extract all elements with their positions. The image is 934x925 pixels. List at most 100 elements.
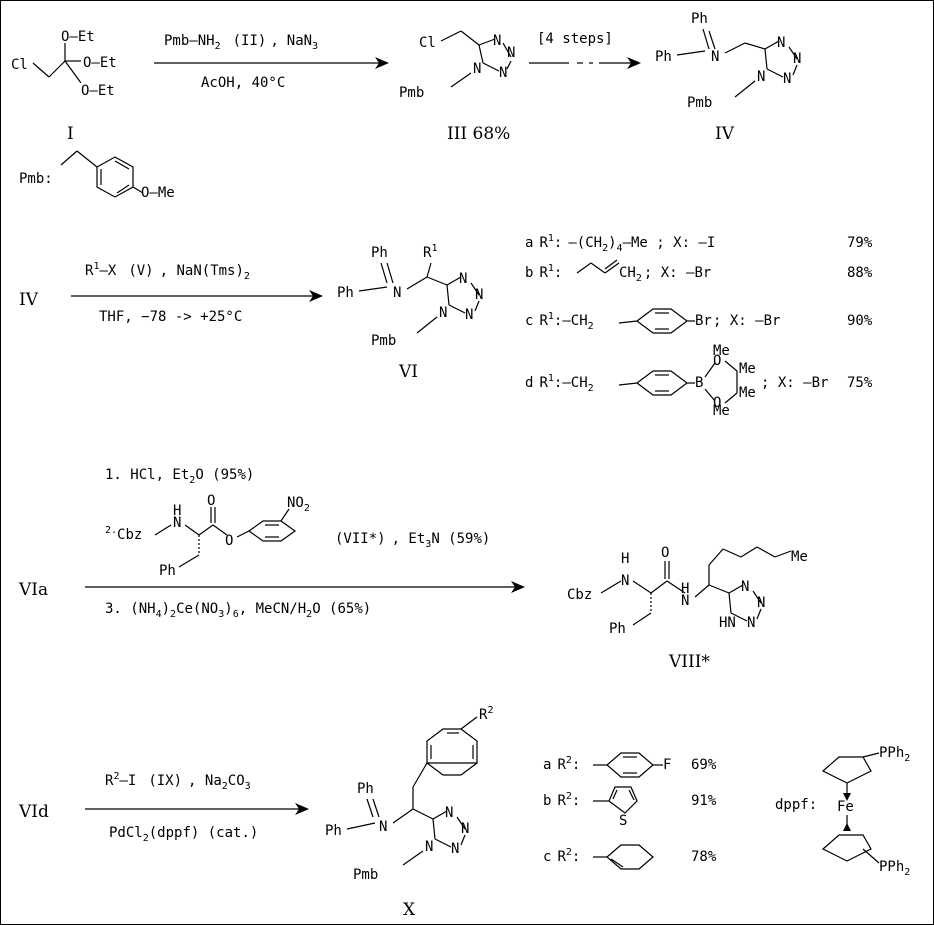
atom-oet-1: O—Et xyxy=(61,29,95,45)
conditions-acoh: AcOH, 40°C xyxy=(201,75,285,91)
svg-text:bR1:: bR1: xyxy=(525,263,562,281)
atom-pmb-VI: Pmb xyxy=(371,333,396,349)
compound-IV: Ph Ph N N N N N Pmb IV xyxy=(655,11,801,144)
atom-br-c: Br xyxy=(695,313,712,329)
reagent-pmb-nh2: Pmb—NH xyxy=(164,33,215,49)
svg-text:N: N xyxy=(465,307,473,323)
svg-text:dR1:—CH2: dR1:—CH2 xyxy=(525,373,594,394)
svg-text:N: N xyxy=(451,841,459,857)
atom-fe: Fe xyxy=(837,799,854,815)
label-IV: IV xyxy=(715,124,735,144)
svg-text:O: O xyxy=(207,493,215,509)
svg-text:N: N xyxy=(507,45,515,61)
svg-text:N: N xyxy=(681,593,689,609)
svg-text:R1: R1 xyxy=(423,243,437,261)
reagent-ii: (II) xyxy=(233,33,267,49)
r1-yield-c: 90% xyxy=(847,313,873,329)
svg-text:2.Cbz: 2.Cbz xyxy=(105,525,142,543)
svg-text:N: N xyxy=(783,71,791,87)
atom-ph-IV-top: Ph xyxy=(691,11,708,27)
atom-ome: O—Me xyxy=(141,185,175,201)
atom-cl: Cl xyxy=(11,57,28,73)
atom-b: B xyxy=(695,375,703,391)
atom-s: S xyxy=(619,813,627,829)
svg-text:N: N xyxy=(793,51,801,67)
atom-cl-III: Cl xyxy=(419,35,436,51)
svg-text:; X: —Br: ; X: —Br xyxy=(761,375,828,391)
svg-text:1. HCl, Et2O (95%): 1. HCl, Et2O (95%) xyxy=(105,467,254,486)
atom-ph-VIII: Ph xyxy=(609,621,626,637)
svg-text:N: N xyxy=(741,579,749,595)
svg-text:H: H xyxy=(173,503,181,519)
svg-text:R2—I(IX), Na2CO3: R2—I(IX), Na2CO3 xyxy=(105,771,251,792)
label-III: III 68% xyxy=(447,124,510,144)
atom-n-X: N xyxy=(379,819,387,835)
atom-me-d2: Me xyxy=(739,361,756,377)
atom-ph-VI: Ph xyxy=(337,285,354,301)
svg-text:N: N xyxy=(621,573,629,589)
step4-arrow: 1. HCl, Et2O (95%) 2.Cbz N H O O NO2 Ph … xyxy=(85,467,525,620)
step3-arrow: R1—X(V), NaN(Tms)2 THF, −78 -> +25°C xyxy=(71,261,323,325)
svg-text:3. (NH4)2Ce(NO3)6, MeCN/H2O: 3. (NH4)2Ce(NO3)6, MeCN/H2O (65%) xyxy=(105,601,371,620)
atom-ph-VI-top: Ph xyxy=(371,245,388,261)
svg-text:N: N xyxy=(445,805,453,821)
svg-text:N: N xyxy=(439,305,447,321)
svg-text:N: N xyxy=(777,35,785,51)
compound-VIII: Cbz N H O N H Me N N N HN Ph VIII* xyxy=(567,545,808,672)
svg-text:N: N xyxy=(493,33,501,49)
svg-text:Ph: Ph xyxy=(159,563,176,579)
compound-VI: Ph Ph N R1 N N N N Pmb VI xyxy=(337,243,483,382)
svg-text:O: O xyxy=(225,533,233,549)
compound-X: R2 Ph Ph N N N N N Pmb X xyxy=(325,705,493,920)
svg-text:N: N xyxy=(747,615,755,631)
label-VIII: VIII* xyxy=(668,652,710,672)
svg-text:R1—X(V), NaN(Tms)2: R1—X(V), NaN(Tms)2 xyxy=(85,261,250,282)
svg-text:N: N xyxy=(475,287,483,303)
svg-text:cR2:: cR2: xyxy=(543,847,580,865)
reagent-nan3: NaN xyxy=(287,33,312,49)
svg-text:H: H xyxy=(681,581,689,597)
atom-me-d1: Me xyxy=(713,343,730,359)
atom-ph-X: Ph xyxy=(325,823,342,839)
r1-yield-a: 79% xyxy=(847,235,873,251)
svg-text:N: N xyxy=(425,839,433,855)
r1-yield-b: 88% xyxy=(847,265,873,281)
svg-text:aR1:—(CH2)4—Me ; X: —I: aR1:—(CH2)4—Me ; X: —I xyxy=(525,233,715,254)
svg-text:PPh2: PPh2 xyxy=(879,745,910,764)
atom-n-VI: N xyxy=(393,285,401,301)
atom-oet-2: O—Et xyxy=(83,55,117,71)
svg-text:HN: HN xyxy=(719,615,736,631)
pmb-definition: Pmb: O—Me xyxy=(19,150,175,201)
step2-arrow: [4 steps] xyxy=(529,31,641,69)
atom-pmb-IV: Pmb xyxy=(687,95,712,111)
label-VId: VId xyxy=(18,802,49,822)
atom-me-d4: Me xyxy=(713,403,730,419)
atom-pmb-III: Pmb xyxy=(399,85,424,101)
r2-yield-a: 69% xyxy=(691,757,717,773)
svg-text:aR2:: aR2: xyxy=(543,755,580,773)
atom-f: F xyxy=(663,757,671,773)
step2-label: [4 steps] xyxy=(537,31,613,47)
svg-text:PdCl2(dppf) (cat.): PdCl2(dppf) (cat.) xyxy=(109,825,258,844)
svg-text:N: N xyxy=(757,69,765,85)
label-VIa: VIa xyxy=(18,580,48,600)
compound-I: Cl O—Et O—Et O—Et I xyxy=(11,29,117,144)
atom-oet-3: O—Et xyxy=(81,83,115,99)
svg-text:O: O xyxy=(713,353,721,369)
atom-ph-X-top: Ph xyxy=(357,781,374,797)
svg-text:N: N xyxy=(473,61,481,77)
atom-me-VIII: Me xyxy=(791,549,808,565)
step5-arrow: R2—I(IX), Na2CO3 PdCl2(dppf) (cat.) xyxy=(85,771,309,844)
compound-III: Cl N N N N Pmb III 68% xyxy=(399,30,515,144)
svg-text:O: O xyxy=(661,545,669,561)
svg-text:(VII*), Et3N (59%): (VII*), Et3N (59%) xyxy=(335,531,490,550)
r1-yield-d: 75% xyxy=(847,375,873,391)
r2-yield-c: 78% xyxy=(691,849,717,865)
r2-yield-b: 91% xyxy=(691,793,717,809)
